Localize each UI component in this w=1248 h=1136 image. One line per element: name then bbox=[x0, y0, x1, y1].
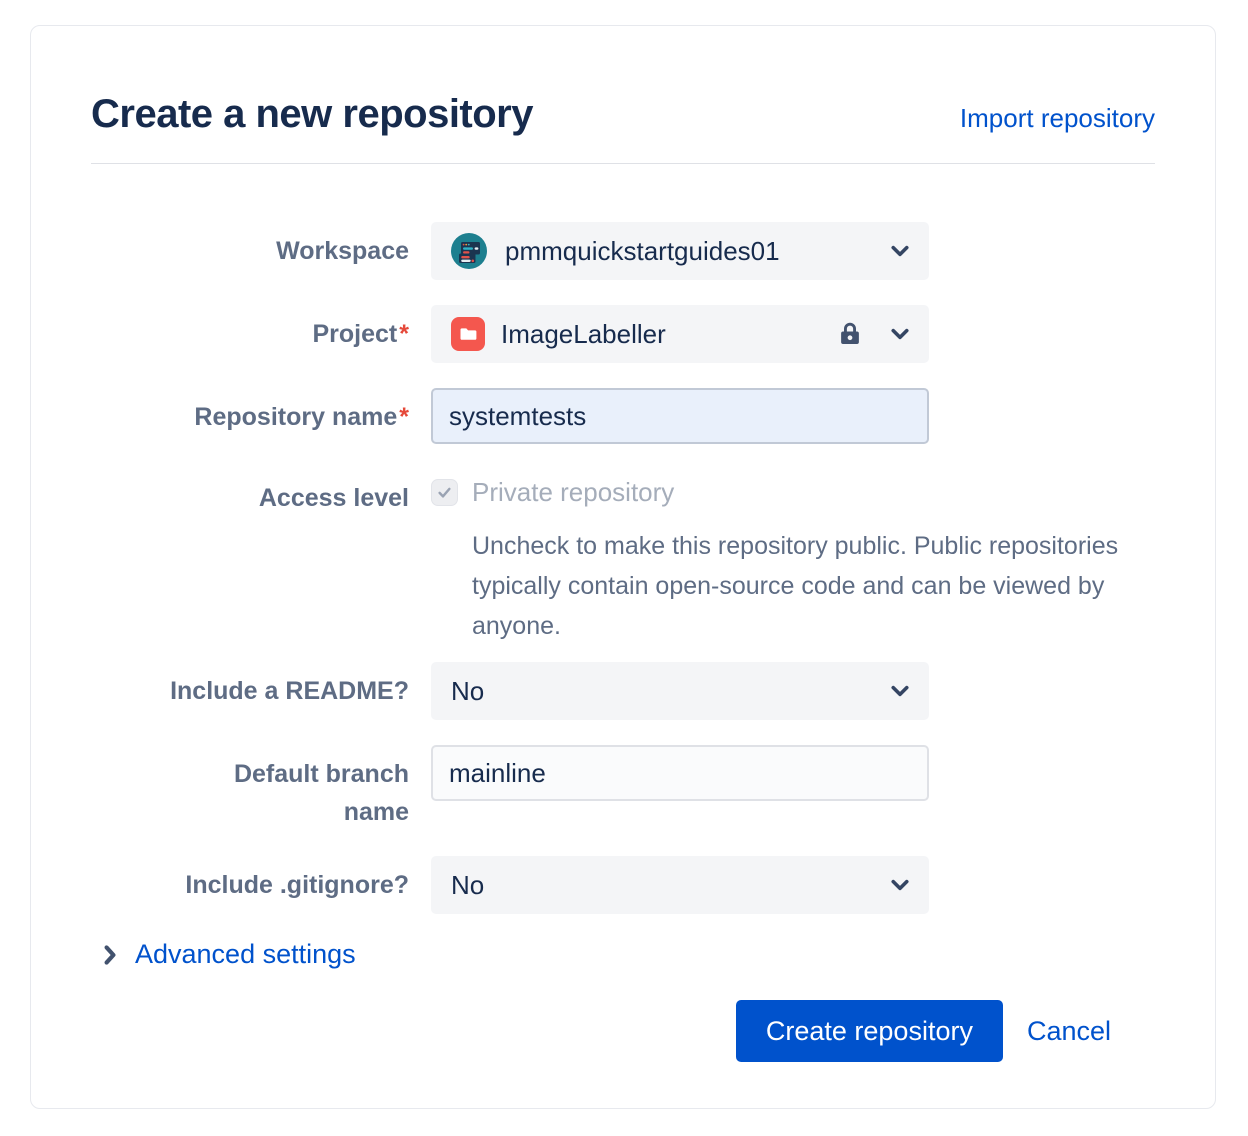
private-repository-label: Private repository bbox=[472, 477, 675, 507]
include-gitignore-select[interactable]: No bbox=[431, 856, 929, 914]
include-readme-row: Include a README? No bbox=[91, 662, 1155, 720]
advanced-settings-toggle[interactable]: Advanced settings bbox=[91, 939, 1155, 970]
checkmark-icon bbox=[438, 487, 451, 498]
chevron-right-icon bbox=[103, 944, 117, 966]
project-label: Project* bbox=[312, 320, 410, 348]
workspace-value: pmmquickstartguides01 bbox=[505, 235, 780, 266]
include-gitignore-label: Include .gitignore? bbox=[185, 871, 409, 899]
default-branch-label: Default branch name bbox=[233, 760, 409, 826]
workspace-row: Workspace bbox=[91, 222, 1155, 280]
private-repository-checkbox[interactable] bbox=[431, 479, 458, 506]
dialog-header: Create a new repository Import repositor… bbox=[91, 92, 1155, 137]
include-readme-select[interactable]: No bbox=[431, 662, 929, 720]
advanced-settings-label: Advanced settings bbox=[135, 939, 356, 969]
page-title: Create a new repository bbox=[91, 92, 534, 136]
workspace-label: Workspace bbox=[276, 237, 409, 265]
header-divider bbox=[91, 163, 1155, 164]
chevron-down-icon bbox=[891, 685, 909, 697]
chevron-down-icon bbox=[891, 879, 909, 891]
create-repository-dialog: Create a new repository Import repositor… bbox=[30, 25, 1216, 1109]
project-row: Project* ImageLabeller bbox=[91, 305, 1155, 363]
import-repository-link[interactable]: Import repository bbox=[959, 103, 1155, 133]
create-repository-form: Workspace bbox=[91, 222, 1155, 1062]
default-branch-row: Default branch name bbox=[91, 745, 1155, 831]
project-select[interactable]: ImageLabeller bbox=[431, 305, 929, 363]
dialog-actions: Create repository Cancel bbox=[91, 1000, 1155, 1062]
access-level-help-text: Uncheck to make this repository public. … bbox=[472, 532, 1119, 640]
project-folder-icon bbox=[451, 317, 485, 351]
repository-name-label: Repository name* bbox=[194, 403, 409, 431]
cancel-button[interactable]: Cancel bbox=[1026, 1015, 1111, 1046]
default-branch-input[interactable] bbox=[431, 745, 929, 801]
workspace-select[interactable]: pmmquickstartguides01 bbox=[431, 222, 929, 280]
create-repository-button[interactable]: Create repository bbox=[735, 1000, 1003, 1062]
include-gitignore-row: Include .gitignore? No bbox=[91, 856, 1155, 914]
access-level-label: Access level bbox=[258, 484, 409, 512]
chevron-down-icon bbox=[891, 245, 909, 257]
access-level-row: Access level Private repository Uncheck … bbox=[91, 469, 1155, 646]
project-value: ImageLabeller bbox=[501, 318, 666, 349]
required-asterisk: * bbox=[399, 320, 409, 348]
include-gitignore-value: No bbox=[451, 869, 485, 900]
repository-name-row: Repository name* bbox=[91, 388, 1155, 444]
workspace-avatar-icon bbox=[451, 233, 487, 269]
include-readme-value: No bbox=[451, 675, 485, 706]
include-readme-label: Include a README? bbox=[170, 677, 409, 705]
lock-icon bbox=[835, 319, 865, 349]
required-asterisk: * bbox=[399, 403, 409, 431]
chevron-down-icon bbox=[891, 328, 909, 340]
repository-name-input[interactable] bbox=[431, 388, 929, 444]
